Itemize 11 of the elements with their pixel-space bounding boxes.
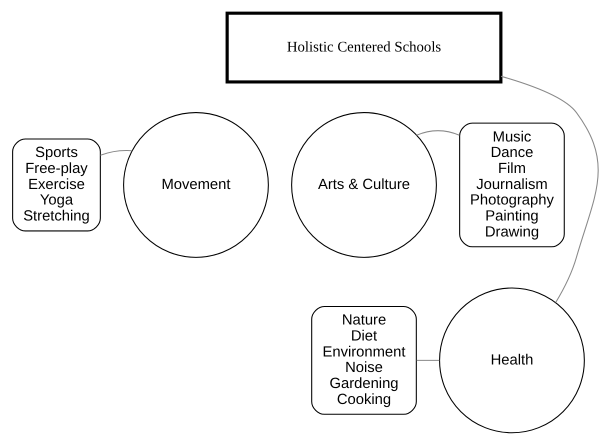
node-circle: Arts & Culture xyxy=(291,112,437,258)
node-circle: Health xyxy=(439,287,585,434)
connector xyxy=(416,360,440,361)
node-box: Music Dance Film Journalism Photography Painting Drawing xyxy=(459,122,565,248)
node-circle: Movement xyxy=(123,112,269,258)
connector xyxy=(416,130,460,136)
node-box: Nature Diet Environment Noise Gardening Cooking xyxy=(311,306,417,415)
connector xyxy=(100,150,132,156)
connector xyxy=(500,76,599,303)
node-box: Sports Free-play Exercise Yoga Stretching xyxy=(12,138,101,232)
node-box: Holistic Centered Schools xyxy=(226,12,502,84)
